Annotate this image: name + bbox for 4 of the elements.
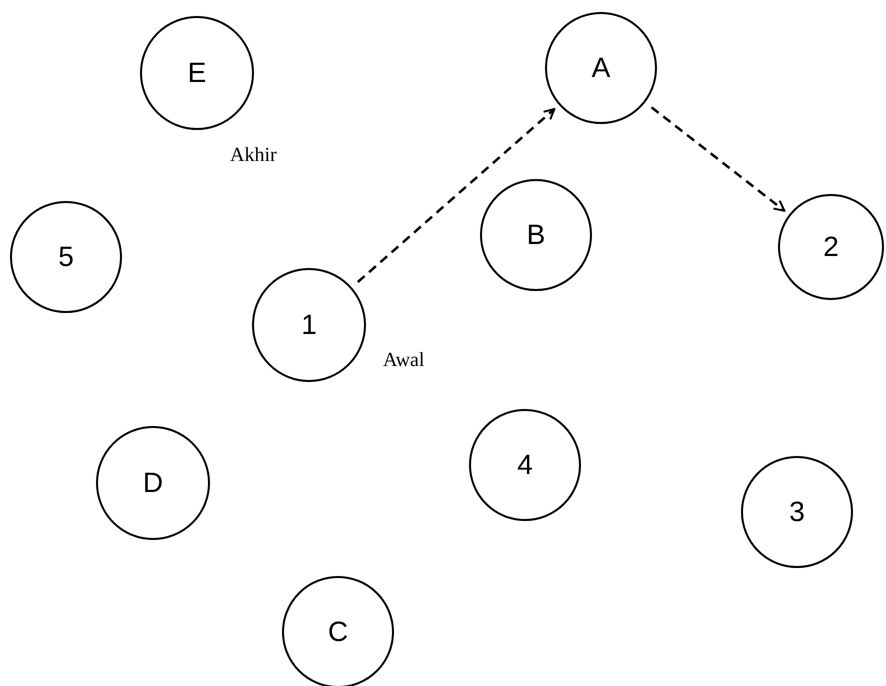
node-caption: Akhir <box>230 143 277 168</box>
dashed-arrow <box>650 106 786 212</box>
dashed-arrow <box>356 108 556 283</box>
node-caption: Awal <box>383 348 424 373</box>
